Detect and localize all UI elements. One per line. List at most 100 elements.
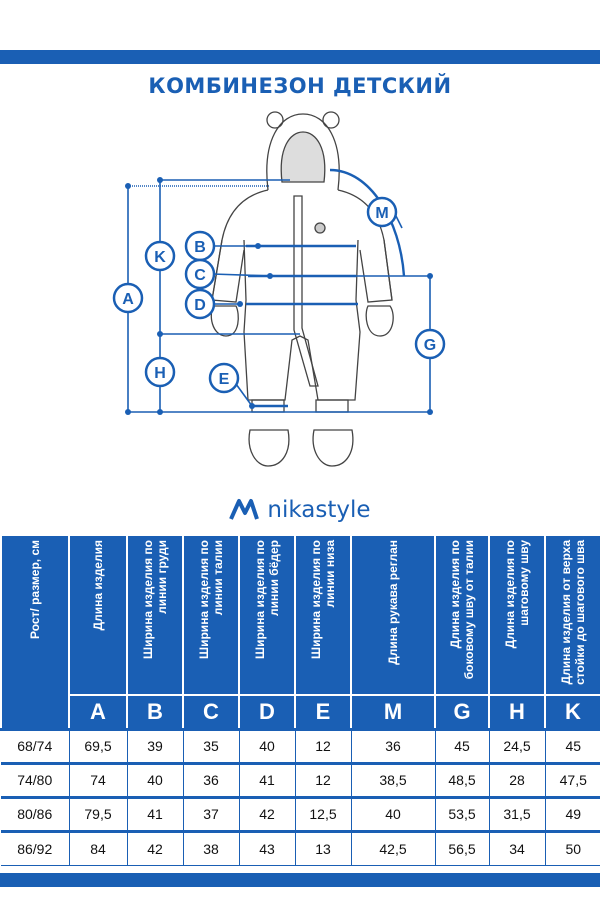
value-cell: 74 [68,761,128,798]
size-table: Рост/ размер, см Длина изделия Ширина из… [0,534,600,866]
header-desc-row: Рост/ размер, см Длина изделия Ширина из… [0,534,600,730]
value-cell: 12 [294,761,352,798]
size-cell: 74/80 [1,761,70,798]
size-cell: 80/86 [1,795,70,832]
value-cell: 39 [126,727,184,764]
header-desc-m: Длина рукава реглан [350,534,436,696]
label-c: C [184,258,216,290]
value-cell: 40 [126,761,184,798]
value-cell: 42 [238,795,296,832]
label-d: D [184,288,216,320]
svg-text:K: K [154,249,166,266]
header-letter-g: G [434,694,490,730]
value-cell: 56,5 [434,829,490,866]
hood-face-opening [280,131,326,183]
top-band [0,50,600,64]
value-cell: 41 [238,761,296,798]
nikastyle-logo-icon [229,499,260,520]
value-cell: 35 [182,727,240,764]
header-desc-e: Ширина изделия по линии низа [294,534,352,696]
table-row: 74/80 74 40 36 41 12 38,5 48,5 28 47,5 [1,761,600,798]
svg-text:G: G [424,337,436,354]
value-cell: 53,5 [434,795,490,832]
label-e: E [208,362,240,394]
snap-button [314,222,326,234]
value-cell: 45 [544,727,600,764]
right-cuff [315,399,349,413]
value-cell: 36 [350,727,436,764]
value-cell: 40 [350,795,436,832]
header-desc-c: Ширина изделия по линии талии [182,534,240,696]
bottom-band [0,873,600,887]
header-desc-a: Длина изделия [68,534,128,696]
header-letter-b: B [126,694,184,730]
header-letter-k: K [544,694,600,730]
body-outline [243,239,361,401]
header-letter-d: D [238,694,296,730]
value-cell: 84 [68,829,128,866]
label-m: M [366,196,398,228]
value-cell: 42 [126,829,184,866]
header-letter-row: A B C D E M G H K [1,694,600,730]
value-cell: 47,5 [544,761,600,798]
svg-text:A: A [122,291,134,308]
value-cell: 41 [126,795,184,832]
value-cell: 37 [182,795,240,832]
value-cell: 40 [238,727,296,764]
right-sleeve [359,239,393,303]
value-cell: 34 [488,829,546,866]
hood-ear-left [266,111,284,129]
label-g: G [414,328,446,360]
value-cell: 13 [294,829,352,866]
value-cell: 79,5 [68,795,128,832]
table-row: 68/74 69,5 39 35 40 12 36 45 24,5 45 [1,727,600,764]
label-k: K [144,240,176,272]
label-a: A [112,282,144,314]
jumpsuit-diagram: A K H B C D E M G [112,111,446,467]
value-cell: 12,5 [294,795,352,832]
brand: nikastyle [0,494,600,526]
header-letter-h: H [488,694,546,730]
hood-outline [266,113,340,191]
hood-ear-right [322,111,340,129]
value-cell: 69,5 [68,727,128,764]
svg-text:B: B [194,239,206,256]
value-cell: 48,5 [434,761,490,798]
size-cell: 68/74 [1,727,70,764]
table-row: 80/86 79,5 41 37 42 12,5 40 53,5 31,5 49 [1,795,600,832]
svg-text:E: E [219,371,230,388]
svg-text:C: C [194,267,206,284]
right-bootie [312,429,354,467]
value-cell: 31,5 [488,795,546,832]
brand-name: nikastyle [267,497,371,523]
value-cell: 12 [294,727,352,764]
value-cell: 38 [182,829,240,866]
svg-text:H: H [154,365,166,382]
page-title: КОМБИНЕЗОН ДЕТСКИЙ [148,74,452,98]
header-desc-b: Ширина изделия по линии груди [126,534,184,696]
header-letter-e: E [294,694,352,730]
value-cell: 24,5 [488,727,546,764]
value-cell: 49 [544,795,600,832]
value-cell: 42,5 [350,829,436,866]
value-cell: 43 [238,829,296,866]
label-h: H [144,356,176,388]
label-b: B [184,230,216,262]
size-cell: 86/92 [1,829,70,866]
left-mitten [210,305,239,337]
left-sleeve [211,239,245,303]
table-row: 86/92 84 42 38 43 13 42,5 56,5 34 50 [1,829,600,866]
zipper [293,195,319,387]
value-cell: 28 [488,761,546,798]
header-desc-k: Длина изделия от верха стойки до шаговог… [544,534,600,696]
header-desc-g: Длина изделия по боковому шву от талии [434,534,490,696]
header-desc-d: Ширина изделия по линии бёдер [238,534,296,696]
right-mitten [365,305,394,337]
value-cell: 50 [544,829,600,866]
header-letter-c: C [182,694,240,730]
value-cell: 45 [434,727,490,764]
header-size: Рост/ размер, см [0,534,70,730]
header-letter-a: A [68,694,128,730]
svg-text:M: M [375,205,388,222]
value-cell: 36 [182,761,240,798]
